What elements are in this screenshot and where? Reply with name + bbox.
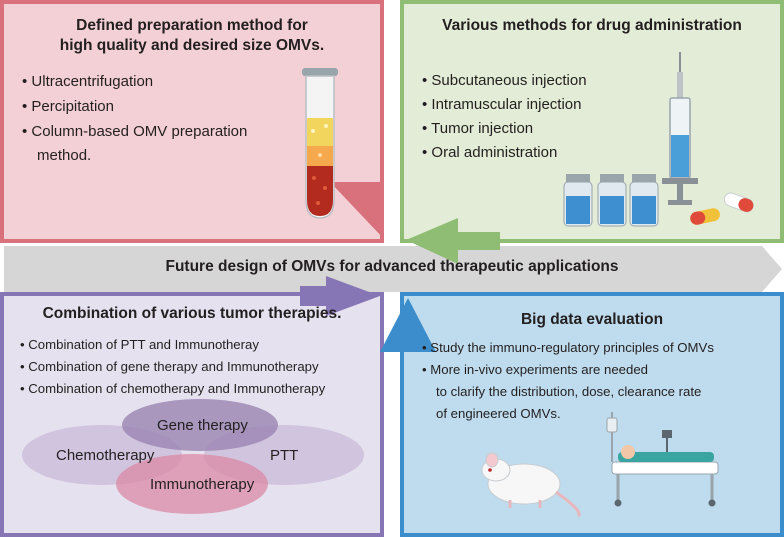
list-item: • Intramuscular injection — [422, 96, 582, 113]
hospital-bed-icon — [606, 412, 719, 507]
list-item: to clarify the distribution, dose, clear… — [436, 384, 702, 399]
venn-gene-therapy — [122, 399, 278, 451]
panel-tr-title: Various methods for drug administration — [442, 17, 742, 34]
list-item: • Ultracentrifugation — [22, 73, 154, 90]
vial-icon — [563, 174, 659, 227]
panel-tl-title-2: high quality and desired size OMVs. — [59, 37, 325, 54]
panel-bl-title: Combination of various tumor therapies. — [42, 305, 342, 322]
list-item: • Tumor injection — [422, 120, 534, 137]
panel-big-data — [400, 292, 784, 537]
green-arrow — [406, 218, 458, 264]
pill-icon — [690, 192, 754, 225]
list-item: • Combination of PTT and Immunotheray — [20, 337, 259, 352]
panel-br-title: Big data evaluation — [520, 311, 664, 328]
venn-label-ptt: PTT — [270, 447, 299, 464]
venn-label-immunotherapy: Immunotherapy — [150, 476, 255, 493]
center-title: Future design of OMVs for advanced thera… — [165, 258, 619, 275]
list-item: of engineered OMVs. — [436, 406, 561, 421]
list-item: • Combination of gene therapy and Immuno… — [20, 359, 319, 374]
blue-arrow — [380, 298, 436, 352]
mouse-icon — [481, 452, 581, 518]
list-item: • More in-vivo experiments are needed — [422, 362, 648, 377]
panel-tl-title-1: Defined preparation method for — [76, 17, 308, 34]
red-arrow — [330, 182, 384, 239]
list-item: • Study the immuno-regulatory principles… — [422, 340, 714, 355]
center-band-arrow — [4, 246, 782, 292]
list-item: • Column-based OMV preparation — [22, 123, 248, 140]
venn-label-gene-therapy: Gene therapy — [157, 417, 248, 434]
list-item: • Percipitation — [22, 98, 114, 115]
list-item: method. — [37, 147, 92, 164]
list-item: • Subcutaneous injection — [422, 72, 587, 89]
venn-immunotherapy — [116, 454, 268, 514]
list-item: • Oral administration — [422, 144, 558, 161]
list-item: • Combination of chemotherapy and Immuno… — [20, 381, 326, 396]
venn-label-chemotherapy: Chemotherapy — [56, 447, 155, 464]
purple-arrow — [326, 276, 380, 316]
